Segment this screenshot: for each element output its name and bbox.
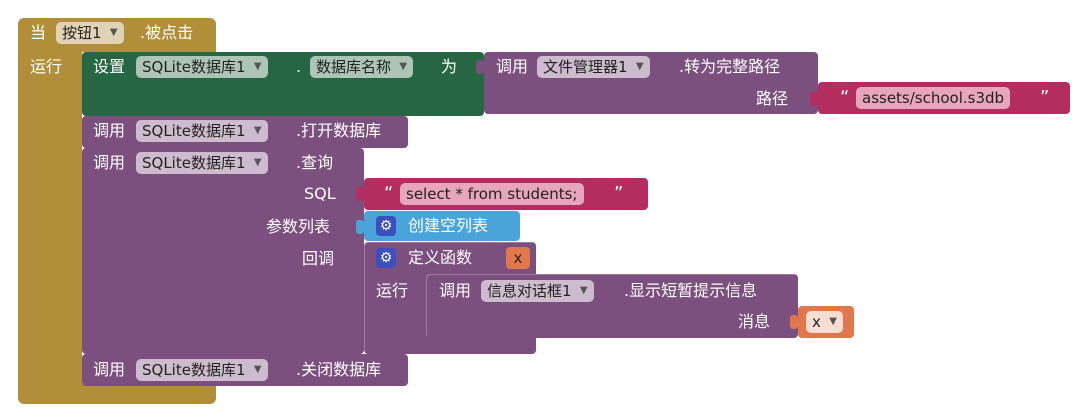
notifier-component-dropdown[interactable]: 信息对话框1 ▼	[481, 280, 594, 302]
path-text-field[interactable]: assets/school.s3db	[856, 87, 1011, 109]
path-open-quote: “	[840, 87, 850, 108]
event-do-label: 运行	[30, 57, 63, 76]
event-prefix: 当	[30, 23, 47, 42]
params-input-socket	[356, 220, 364, 234]
alert-call-label: 调用	[439, 281, 472, 300]
variable-name-label: x	[812, 313, 821, 331]
event-component-dropdown[interactable]: 按钮1 ▼	[56, 22, 124, 44]
chevron-down-icon: ▼	[829, 316, 837, 327]
close-db-component-label: SQLite数据库1	[142, 361, 246, 379]
sql-text-field[interactable]: select * from students;	[400, 183, 584, 205]
lambda-do-label: 运行	[376, 281, 409, 300]
close-db-label: 调用	[93, 360, 126, 379]
event-component-label: 按钮1	[62, 24, 102, 42]
notifier-component-label: 信息对话框1	[487, 282, 572, 300]
gear-icon[interactable]: ⚙	[376, 248, 396, 268]
setter-property-label: 数据库名称	[316, 58, 392, 76]
query-call-block[interactable]	[82, 148, 364, 354]
setter-label: 设置	[93, 57, 126, 76]
lambda-label: 定义函数	[408, 248, 473, 267]
setter-component-dropdown[interactable]: SQLite数据库1 ▼	[136, 56, 268, 78]
setter-component-label: SQLite数据库1	[142, 58, 246, 76]
callback-input-socket	[356, 252, 364, 266]
chevron-down-icon: ▼	[253, 125, 262, 136]
query-component-label: SQLite数据库1	[142, 154, 246, 172]
sql-arg-label: SQL	[304, 184, 336, 203]
open-db-component-dropdown[interactable]: SQLite数据库1 ▼	[136, 120, 268, 142]
event-block-spine	[18, 50, 82, 386]
close-db-method: .关闭数据库	[296, 360, 382, 379]
variable-dropdown[interactable]: x ▼	[806, 311, 843, 333]
chevron-down-icon: ▼	[635, 61, 644, 72]
sql-open-quote: “	[384, 183, 394, 204]
file-call-label: 调用	[496, 57, 529, 76]
path-input-socket	[810, 92, 818, 106]
chevron-down-icon: ▼	[399, 61, 408, 72]
event-suffix: .被点击	[140, 23, 194, 42]
open-db-component-label: SQLite数据库1	[142, 122, 246, 140]
setter-property-dropdown[interactable]: 数据库名称 ▼	[310, 56, 414, 78]
chevron-down-icon: ▼	[109, 27, 118, 38]
alert-call-method: .显示短暂提示信息	[624, 281, 758, 300]
message-input-socket	[790, 315, 798, 329]
params-arg-label: 参数列表	[266, 217, 331, 236]
open-db-method: .打开数据库	[296, 121, 382, 140]
close-db-component-dropdown[interactable]: SQLite数据库1 ▼	[136, 359, 268, 381]
sql-input-socket	[356, 187, 364, 201]
query-method: .查询	[296, 153, 334, 172]
event-block-footer	[18, 384, 216, 404]
message-arg-label: 消息	[738, 312, 771, 331]
setter-input-socket	[476, 60, 484, 74]
create-empty-list-label: 创建空列表	[408, 216, 489, 235]
sql-close-quote: ”	[614, 183, 624, 204]
file-manager-component-dropdown[interactable]: 文件管理器1 ▼	[537, 56, 650, 78]
file-manager-component-label: 文件管理器1	[543, 58, 628, 76]
open-db-label: 调用	[93, 121, 126, 140]
chevron-down-icon: ▼	[253, 61, 262, 72]
lambda-param-field[interactable]: x	[506, 247, 530, 269]
chevron-down-icon: ▼	[253, 157, 262, 168]
chevron-down-icon: ▼	[253, 364, 262, 375]
chevron-down-icon: ▼	[579, 285, 588, 296]
setter-to-label: 为	[441, 57, 458, 76]
path-close-quote: ”	[1040, 87, 1050, 108]
callback-arg-label: 回调	[302, 249, 335, 268]
query-label: 调用	[93, 153, 126, 172]
setter-dot: .	[296, 57, 302, 76]
gear-icon[interactable]: ⚙	[376, 216, 396, 236]
file-call-method: .转为完整路径	[679, 57, 781, 76]
path-arg-label: 路径	[756, 89, 789, 108]
query-component-dropdown[interactable]: SQLite数据库1 ▼	[136, 152, 268, 174]
